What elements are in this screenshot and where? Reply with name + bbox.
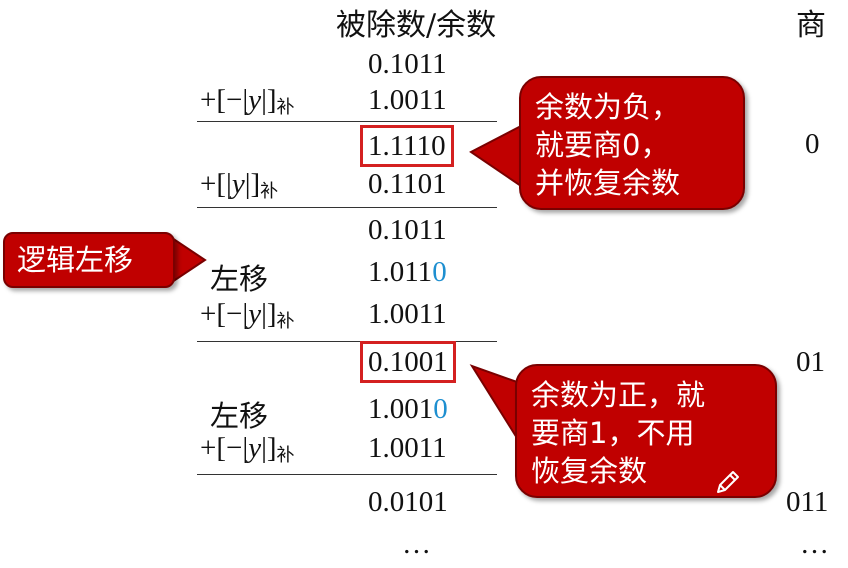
- divider-line-2: [197, 207, 497, 208]
- positive-callout-tail: [469, 364, 518, 442]
- row-value-3: 1.1110: [360, 125, 454, 167]
- row-ellipsis: …: [402, 528, 431, 560]
- positive-remainder-box: 0.1001: [360, 341, 456, 383]
- quotient-header: 商: [796, 8, 826, 43]
- divider-line-4: [197, 474, 497, 475]
- row-value-10: 1.0011: [368, 432, 447, 464]
- row-value-9: 1.0010: [368, 393, 448, 425]
- row-value-4: 0.1101: [368, 168, 447, 200]
- divider-line-1: [197, 121, 497, 122]
- row-value-11: 0.0101: [368, 486, 448, 518]
- row-value-1: 0.1011: [368, 48, 447, 80]
- positive-remainder-callout: 余数为正，就 要商1，不用 恢复余数: [515, 364, 777, 498]
- op-shift-left-1: 左移: [210, 264, 269, 296]
- op-add-neg-y-complement-3: +[−|y|]补: [200, 432, 295, 465]
- row-value-8: 0.1001: [360, 341, 456, 383]
- row-value-6: 1.0110: [368, 256, 447, 288]
- positive-remainder-callout-text: 余数为正，就 要商1，不用 恢复余数: [531, 378, 706, 488]
- pencil-icon[interactable]: [714, 468, 742, 496]
- quotient-ellipsis: …: [800, 528, 829, 560]
- row-value-2: 1.0011: [368, 84, 447, 116]
- op-add-neg-y-complement-2: +[−|y|]补: [200, 298, 295, 331]
- op-add-neg-y-complement-1: +[−|y|]补: [200, 84, 295, 117]
- shifted-in-bit-1: 0: [432, 256, 447, 288]
- shifted-in-bit-2: 0: [433, 393, 448, 425]
- logic-shift-callout-tail: [171, 236, 207, 284]
- divider-line-3: [197, 341, 497, 342]
- row-value-5: 0.1011: [368, 214, 447, 246]
- dividend-remainder-header: 被除数/余数: [336, 8, 497, 43]
- logic-shift-callout-text: 逻辑左移: [17, 243, 134, 277]
- negative-callout-tail: [469, 124, 522, 188]
- logic-shift-callout: 逻辑左移: [3, 232, 175, 288]
- quotient-value-3: 011: [786, 486, 829, 518]
- row-value-7: 1.0011: [368, 298, 447, 330]
- op-add-pos-y-complement: +[|y|]补: [200, 168, 279, 201]
- negative-remainder-callout: 余数为负， 就要商0， 并恢复余数: [519, 76, 745, 210]
- negative-remainder-box: 1.1110: [360, 125, 454, 167]
- quotient-value-1: 0: [805, 128, 820, 160]
- quotient-value-2: 01: [796, 346, 825, 378]
- op-shift-left-2: 左移: [210, 401, 269, 433]
- negative-remainder-callout-text: 余数为负， 就要商0， 并恢复余数: [535, 90, 681, 200]
